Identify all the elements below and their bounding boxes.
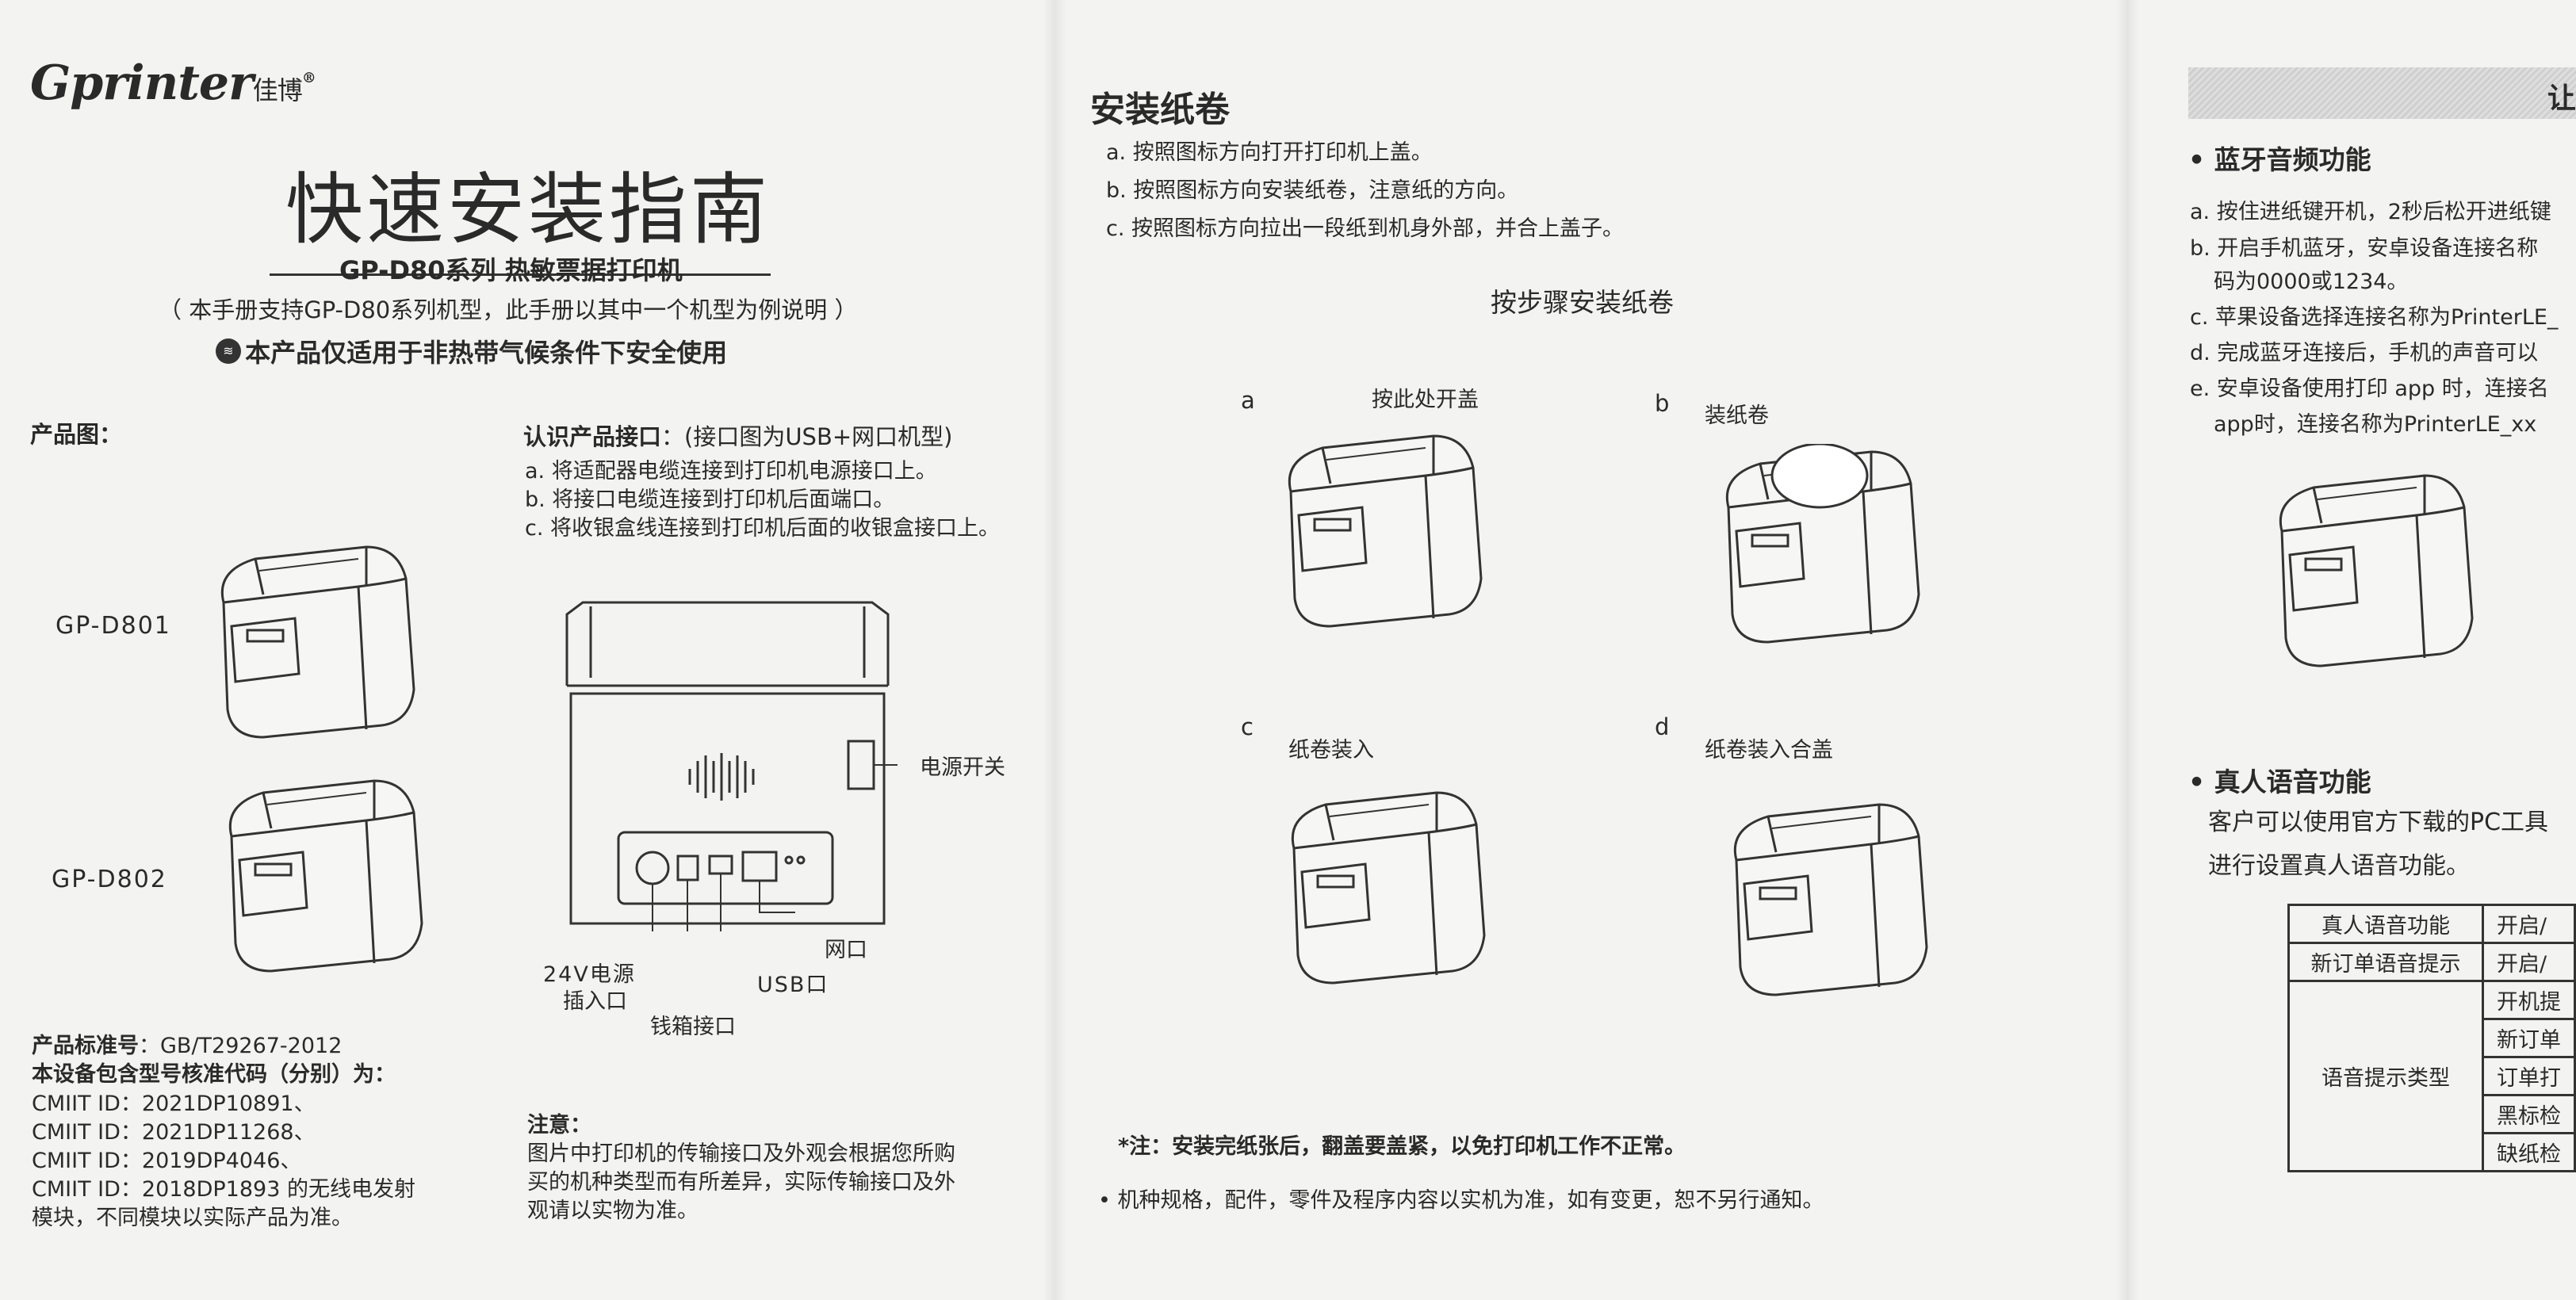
power-port-icon [635, 851, 670, 885]
title-underline [270, 273, 771, 276]
voice-settings-table: 真人语音功能开启/ 新订单语音提示开启/ 语音提示类型开机提 新订单 订单打 黑… [2287, 904, 2576, 1172]
notice-heading: 注意： [527, 1113, 591, 1138]
section-header-band: 让 [2188, 67, 2576, 119]
panel-letter: b [1655, 390, 1670, 417]
panel-caption: 纸卷装入 [1288, 738, 1374, 763]
approval-heading: 本设备包含型号核准代码（分别）为： [32, 1062, 396, 1087]
printer-gp-d801-image [220, 545, 415, 739]
printer-lid-closed-image [1733, 803, 1928, 996]
table-row: 黑标检 [2289, 1094, 2576, 1134]
panel-caption: 装纸卷 [1705, 403, 1769, 428]
interface-step: c. 将收银盒线连接到打印机后面的收银盒接口上。 [525, 516, 1001, 541]
voice-line: 进行设置真人语音功能。 [2208, 852, 2470, 880]
bt-line: e. 安卓设备使用打印 app 时，连接名 [2190, 377, 2549, 401]
cash-drawer-port-icon [676, 855, 699, 881]
speaker-grille-icon [688, 753, 755, 801]
power-input-label: 插入口 [563, 989, 627, 1014]
diagram-title: 按步骤安装纸卷 [1491, 287, 1674, 318]
interface-step: a. 将适配器电缆连接到打印机电源接口上。 [525, 459, 937, 484]
rear-interface-diagram [565, 601, 898, 931]
manual-scope-note: （ 本手册支持GP-D80系列机型，此手册以其中一个机型为例说明 ） [159, 296, 858, 323]
page-paper-install: 安装纸卷 a. 按照图标方向打开打印机上盖。 b. 按照图标方向安装纸卷，注意纸… [1055, 0, 2117, 1300]
model-label: GP-D802 [52, 866, 167, 893]
printer-image [2279, 474, 2474, 667]
bluetooth-heading: • 蓝牙音频功能 [2188, 144, 2371, 175]
table-row: 订单打 [2289, 1056, 2576, 1096]
product-subtitle: GP-D80系列 热敏票据打印机 [339, 255, 683, 285]
product-standard: 产品标准号：GB/T29267-2012 [32, 1034, 343, 1058]
notice-line: 图片中打印机的传输接口及外观会根据您所购 [527, 1141, 955, 1166]
bt-line: b. 开启手机蓝牙，安卓设备连接名称 [2190, 236, 2539, 261]
cmiit-line: 模块，不同模块以实际产品为准。 [32, 1206, 353, 1230]
network-port-label: 网口 [825, 938, 867, 962]
section-title: 安装纸卷 [1090, 90, 1230, 130]
usb-port-label: USB口 [757, 973, 829, 997]
power-switch-label: 电源开关 [920, 755, 1005, 780]
install-warning: *注：安装完纸张后，翻盖要盖紧，以免打印机工作不正常。 [1118, 1134, 1686, 1159]
printer-load-roll-image [1725, 444, 1920, 644]
table-row: 缺纸检 [2289, 1132, 2576, 1172]
panel-caption: 纸卷装入合盖 [1705, 738, 1833, 763]
page-title: 快速安装指南 [285, 165, 771, 255]
product-image-heading: 产品图： [30, 421, 123, 448]
bt-line: app时，连接名称为PrinterLE_xx [2214, 412, 2537, 437]
cmiit-line: CMIIT ID：2018DP1893 的无线电发射 [32, 1177, 415, 1202]
notice-line: 观请以实物为准。 [527, 1199, 699, 1223]
panel-letter: a [1241, 387, 1255, 414]
printer-open-lid-image [1288, 434, 1483, 628]
panel-letter: c [1241, 713, 1254, 740]
printer-roll-inserted-image [1291, 791, 1486, 985]
non-tropical-icon: ≋ [216, 338, 241, 364]
cash-drawer-label: 钱箱接口 [650, 1015, 736, 1039]
notice-line: 买的机种类型而有所差异，实际传输接口及外 [527, 1170, 955, 1195]
cmiit-line: CMIIT ID：2021DP10891、 [32, 1092, 316, 1116]
interface-step: b. 将接口电缆连接到打印机后面端口。 [525, 488, 895, 512]
bt-line: 码为0000或1234。 [2214, 270, 2409, 294]
table-row: 新订单 [2289, 1018, 2576, 1058]
bt-line: c. 苹果设备选择连接名称为PrinterLE_ [2190, 305, 2559, 330]
interface-heading: 认识产品接口：(接口图为USB+网口机型) [523, 423, 953, 450]
cmiit-line: CMIIT ID：2019DP4046、 [32, 1149, 302, 1173]
voice-heading: • 真人语音功能 [2188, 767, 2371, 797]
panel-letter: d [1655, 713, 1670, 740]
power-input-label: 24V电源 [543, 962, 636, 987]
table-row: 语音提示类型开机提 [2287, 980, 2576, 1172]
page-audio-features: 让 • 蓝牙音频功能 a. 按住进纸键开机，2秒后松开进纸键 b. 开启手机蓝牙… [2125, 0, 2576, 1300]
network-port-icon [741, 851, 778, 882]
install-step: a. 按照图标方向打开打印机上盖。 [1106, 140, 1433, 165]
install-step: b. 按照图标方向安装纸卷，注意纸的方向。 [1106, 178, 1519, 203]
table-row: 真人语音功能开启/ [2287, 904, 2576, 944]
gprinter-logo: Gprinter佳博® [30, 55, 316, 111]
bt-line: d. 完成蓝牙连接后，手机的声音可以 [2190, 341, 2539, 365]
panel-caption: 按此处开盖 [1372, 388, 1479, 412]
table-row: 新订单语音提示开启/ [2287, 942, 2576, 982]
safety-line: ≋ 本产品仅适用于非热带气候条件下安全使用 [216, 333, 727, 369]
voice-line: 客户可以使用官方下载的PC工具 [2208, 809, 2549, 836]
disclaimer: • 机种规格，配件，零件及程序内容以实机为准，如有变更，恕不另行通知。 [1098, 1188, 1824, 1213]
cmiit-line: CMIIT ID：2021DP11268、 [32, 1120, 316, 1145]
page-quick-guide: Gprinter佳博® 快速安装指南 GP-D80系列 热敏票据打印机 （ 本手… [0, 0, 1047, 1300]
usb-port-icon [708, 855, 733, 875]
printer-gp-d802-image [228, 779, 423, 973]
model-label: GP-D801 [56, 612, 171, 640]
power-switch-icon [847, 740, 875, 790]
bt-line: a. 按住进纸键开机，2秒后松开进纸键 [2190, 200, 2551, 224]
install-step: c. 按照图标方向拉出一段纸到机身外部，并合上盖子。 [1106, 216, 1625, 241]
